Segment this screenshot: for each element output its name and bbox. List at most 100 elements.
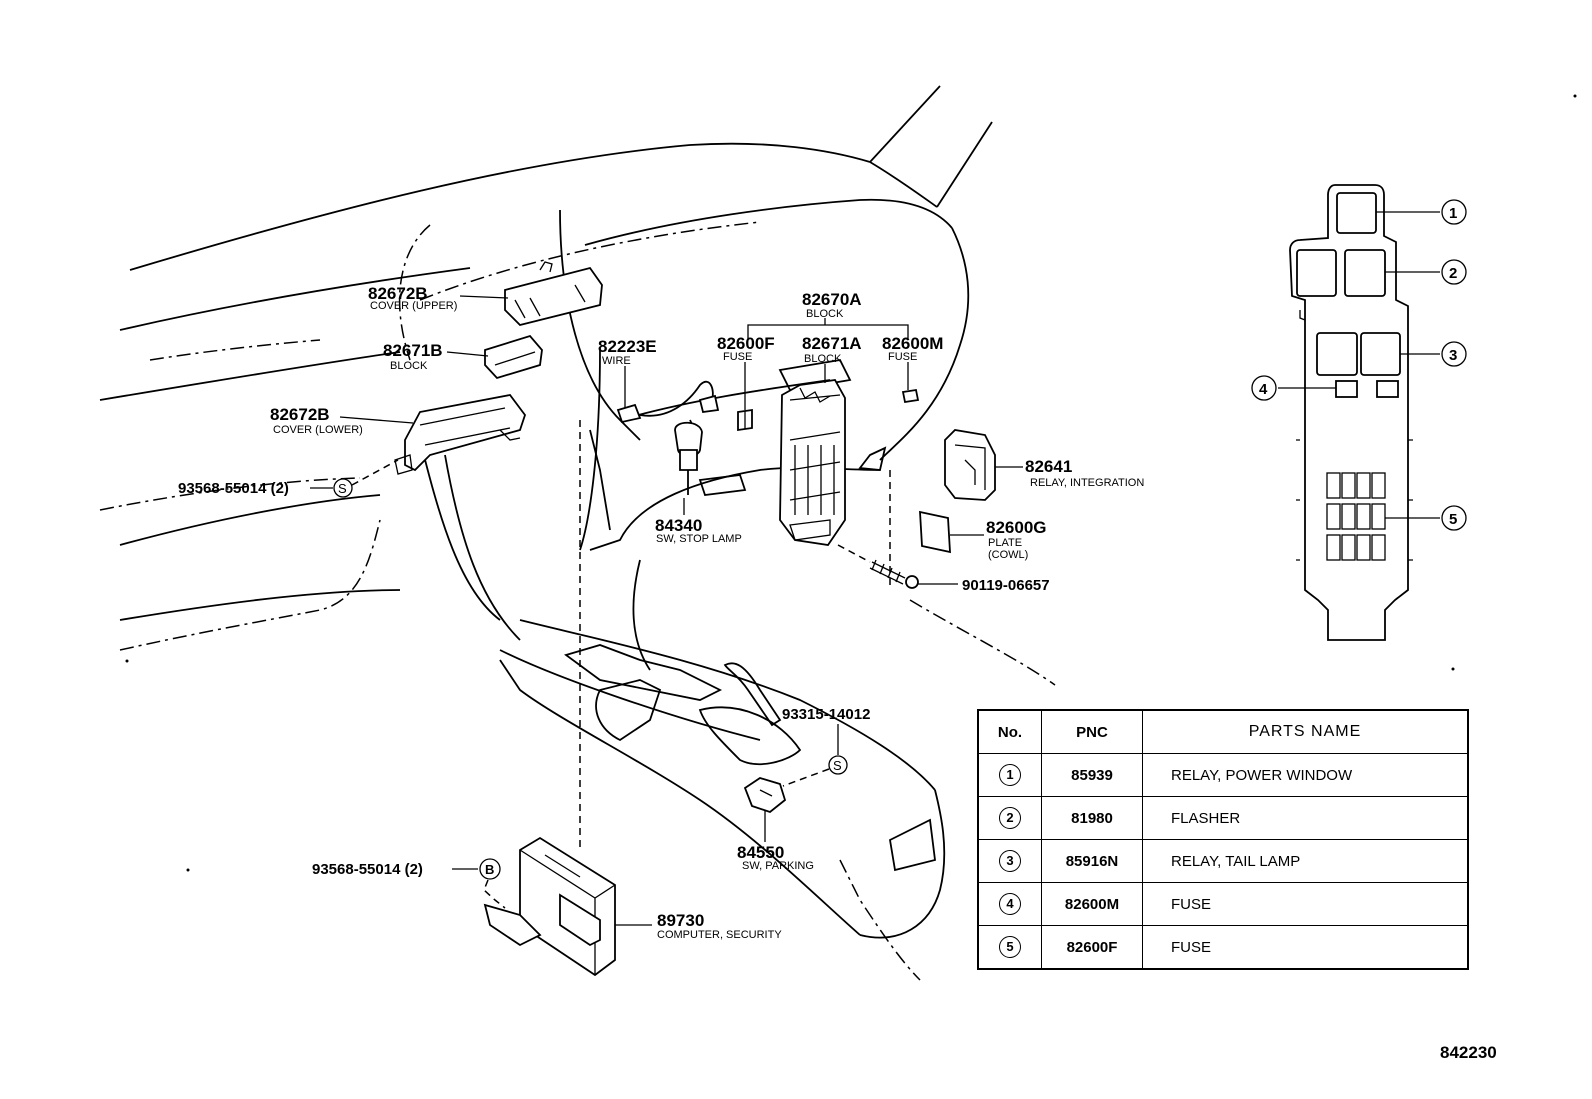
table-row: 2 81980 FLASHER bbox=[977, 796, 1469, 840]
svg-text:82670A: 82670A bbox=[802, 290, 862, 309]
row-parts-name: RELAY, POWER WINDOW bbox=[1142, 753, 1469, 797]
svg-text:BLOCK: BLOCK bbox=[806, 308, 844, 320]
callout-number-3: 3 bbox=[1449, 347, 1457, 364]
svg-text:82672B: 82672B bbox=[270, 405, 330, 424]
svg-text:COVER (UPPER): COVER (UPPER) bbox=[370, 300, 457, 312]
svg-text:BLOCK: BLOCK bbox=[390, 360, 428, 372]
svg-text:90119-06657: 90119-06657 bbox=[962, 577, 1050, 594]
svg-text:82672B: 82672B bbox=[368, 284, 428, 303]
callout-circle-2 bbox=[1441, 259, 1467, 285]
svg-text:PLATE: PLATE bbox=[988, 537, 1022, 549]
svg-text:WIRE: WIRE bbox=[602, 355, 631, 367]
callout-wire: 82223E WIRE bbox=[598, 337, 657, 408]
callout-number-4: 4 bbox=[1259, 381, 1268, 398]
row-number: 4 bbox=[999, 893, 1021, 915]
row-number: 2 bbox=[999, 807, 1021, 829]
row-pnc: 85939 bbox=[1041, 753, 1143, 797]
table-header-row: No. PNC PARTS NAME bbox=[977, 709, 1469, 754]
callout-fuse-82600f: 82600F FUSE bbox=[717, 334, 775, 410]
callout-circle-1 bbox=[1441, 199, 1467, 225]
table-row: 4 82600M FUSE bbox=[977, 882, 1469, 926]
row-parts-name: FUSE bbox=[1142, 882, 1469, 926]
callout-relay-integration: 82641 RELAY, INTEGRATION bbox=[995, 457, 1144, 489]
row-pnc: 82600F bbox=[1041, 925, 1143, 970]
part-plate-cowl bbox=[919, 510, 951, 554]
callout-circle-4 bbox=[1251, 375, 1277, 401]
part-bolt bbox=[837, 544, 919, 589]
part-cover-upper bbox=[504, 261, 603, 326]
callout-number-5: 5 bbox=[1449, 511, 1457, 528]
callout-number-2: 2 bbox=[1449, 265, 1457, 282]
fuse-grid bbox=[1326, 472, 1386, 561]
part-stop-lamp-switch bbox=[674, 421, 703, 495]
svg-text:SW, STOP LAMP: SW, STOP LAMP bbox=[656, 533, 742, 545]
parts-table: No. PNC PARTS NAME 1 85939 RELAY, POWER … bbox=[977, 709, 1469, 970]
callout-parking-switch: 84550 SW, PARKING bbox=[737, 810, 814, 872]
callout-block-82671a: 82671A BLOCK bbox=[802, 334, 862, 383]
row-pnc: 85916N bbox=[1041, 839, 1143, 883]
row-number: 3 bbox=[999, 850, 1021, 872]
svg-text:COVER (LOWER): COVER (LOWER) bbox=[273, 424, 363, 436]
row-parts-name: FUSE bbox=[1142, 925, 1469, 970]
callout-cover-upper: 82672B COVER (UPPER) bbox=[368, 284, 509, 312]
table-row: 5 82600F FUSE bbox=[977, 925, 1469, 970]
header-pnc: PNC bbox=[1041, 709, 1143, 754]
callout-block-82670a: 82670A BLOCK bbox=[747, 290, 909, 340]
row-number: 1 bbox=[999, 764, 1021, 786]
svg-text:BLOCK: BLOCK bbox=[804, 353, 842, 365]
svg-text:COMPUTER, SECURITY: COMPUTER, SECURITY bbox=[657, 929, 782, 941]
svg-text:82600F: 82600F bbox=[717, 334, 775, 353]
callout-screw-top: 93568-55014 (2) S bbox=[178, 459, 399, 498]
svg-text:S: S bbox=[833, 758, 842, 773]
callout-circle-3 bbox=[1441, 341, 1467, 367]
callout-fuse-82600m: 82600M FUSE bbox=[882, 334, 943, 390]
part-block-small bbox=[484, 334, 543, 380]
table-row: 1 85939 RELAY, POWER WINDOW bbox=[977, 753, 1469, 797]
callout-screw-parking: 93315-14012 S bbox=[782, 706, 870, 787]
svg-text:82223E: 82223E bbox=[598, 337, 657, 356]
svg-text:93568-55014 (2): 93568-55014 (2) bbox=[178, 480, 289, 497]
figure-number: 842230 bbox=[1440, 1043, 1497, 1062]
svg-text:93315-14012: 93315-14012 bbox=[782, 706, 870, 723]
row-pnc: 81980 bbox=[1041, 796, 1143, 840]
svg-text:82671B: 82671B bbox=[383, 341, 443, 360]
svg-text:93568-55014 (2): 93568-55014 (2) bbox=[312, 861, 423, 878]
part-fuse-f bbox=[737, 408, 753, 432]
junction-block-detail: 1 2 3 4 5 bbox=[1251, 184, 1467, 641]
svg-text:FUSE: FUSE bbox=[723, 351, 752, 363]
part-wire bbox=[616, 380, 720, 461]
part-parking-switch bbox=[743, 777, 787, 814]
svg-text:RELAY, INTEGRATION: RELAY, INTEGRATION bbox=[1030, 477, 1144, 489]
header-parts-name: PARTS NAME bbox=[1142, 709, 1469, 754]
callout-screw-computer: 93568-55014 (2) B bbox=[312, 858, 506, 909]
row-parts-name: FLASHER bbox=[1142, 796, 1469, 840]
part-cover-lower bbox=[394, 394, 527, 475]
svg-text:SW, PARKING: SW, PARKING bbox=[742, 860, 814, 872]
part-relay-integration bbox=[944, 429, 996, 501]
svg-text:84340: 84340 bbox=[655, 516, 702, 535]
svg-text:82671A: 82671A bbox=[802, 334, 862, 353]
svg-text:B: B bbox=[485, 862, 494, 877]
svg-text:84550: 84550 bbox=[737, 843, 784, 862]
header-no: No. bbox=[977, 709, 1042, 754]
part-security-computer bbox=[483, 836, 616, 977]
svg-text:82600G: 82600G bbox=[986, 518, 1047, 537]
callout-circle-5 bbox=[1441, 505, 1467, 531]
part-junction-block bbox=[779, 379, 846, 546]
svg-text:82641: 82641 bbox=[1025, 457, 1072, 476]
callout-plate-cowl: 82600G PLATE (COWL) bbox=[950, 518, 1047, 561]
callout-stop-lamp-switch: 84340 SW, STOP LAMP bbox=[655, 498, 742, 545]
svg-text:89730: 89730 bbox=[657, 911, 704, 930]
callout-bolt: 90119-06657 bbox=[918, 577, 1050, 594]
svg-text:S: S bbox=[338, 481, 347, 496]
svg-text:FUSE: FUSE bbox=[888, 351, 917, 363]
row-number: 5 bbox=[999, 936, 1021, 958]
row-pnc: 82600M bbox=[1041, 882, 1143, 926]
svg-text:82600M: 82600M bbox=[882, 334, 943, 353]
stray-marks bbox=[125, 94, 1577, 872]
callout-cover-lower: 82672B COVER (LOWER) bbox=[270, 405, 414, 436]
table-row: 3 85916N RELAY, TAIL LAMP bbox=[977, 839, 1469, 883]
part-fuse-m bbox=[901, 388, 920, 404]
row-parts-name: RELAY, TAIL LAMP bbox=[1142, 839, 1469, 883]
